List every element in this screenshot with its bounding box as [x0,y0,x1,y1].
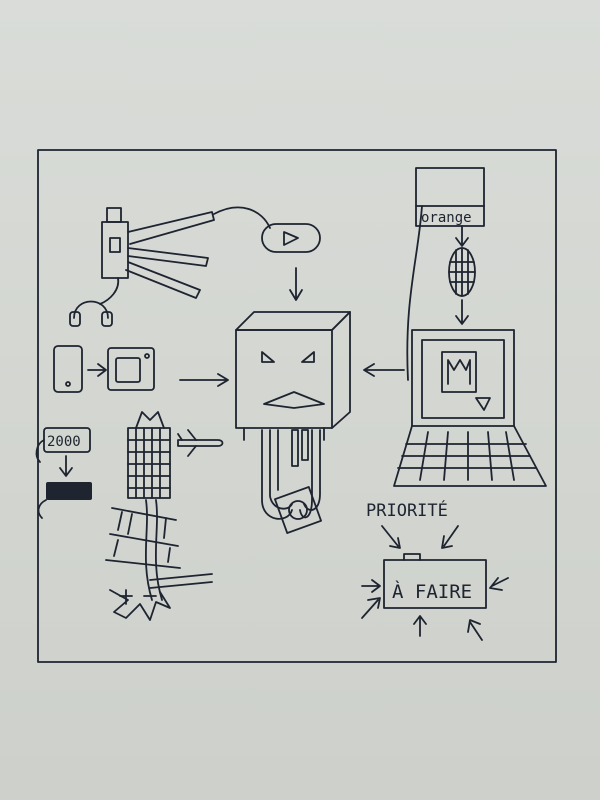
todo-label: À FAIRE [392,580,472,603]
arrow-priority-right [441,525,459,549]
arrow-todo-bottom-right [467,619,483,641]
arrow-mic-to-laptop [455,299,469,325]
arrow-server-to-mic [455,225,469,247]
road-map-icon [105,499,213,621]
battery-block-icon [37,482,92,519]
orange-label: orange [421,210,472,226]
arrow-todo-bottom [413,615,427,637]
tablet-icon [107,347,155,391]
arrow-play-to-robot [289,267,303,301]
play-button-icon [261,223,321,253]
arrow-phone-to-tablet [87,363,107,377]
diagram-frame [37,149,557,663]
laptop-icon [393,329,547,487]
smartphone-icon [53,345,83,393]
robot-head-icon [235,311,351,534]
arrow-todo-right [489,577,509,591]
counter-display-icon [35,427,91,463]
priority-label: PRIORITÉ [366,499,448,521]
security-camera-icon [99,206,271,305]
headphones-icon [69,300,113,327]
server-box-icon [406,167,485,381]
arrow-todo-lower-left [361,597,381,619]
arrow-laptop-to-robot [363,363,405,377]
arrow-counter-to-battery [59,455,73,477]
arrow-tablet-to-robot [179,373,229,387]
microphone-icon [448,247,476,297]
airplane-icon [177,429,224,457]
counter-value: 2000 [47,434,81,450]
todo-folder-icon [383,553,487,609]
skyscraper-icon [127,411,171,499]
arrow-todo-left [361,579,381,593]
arrow-priority-left [381,525,401,549]
